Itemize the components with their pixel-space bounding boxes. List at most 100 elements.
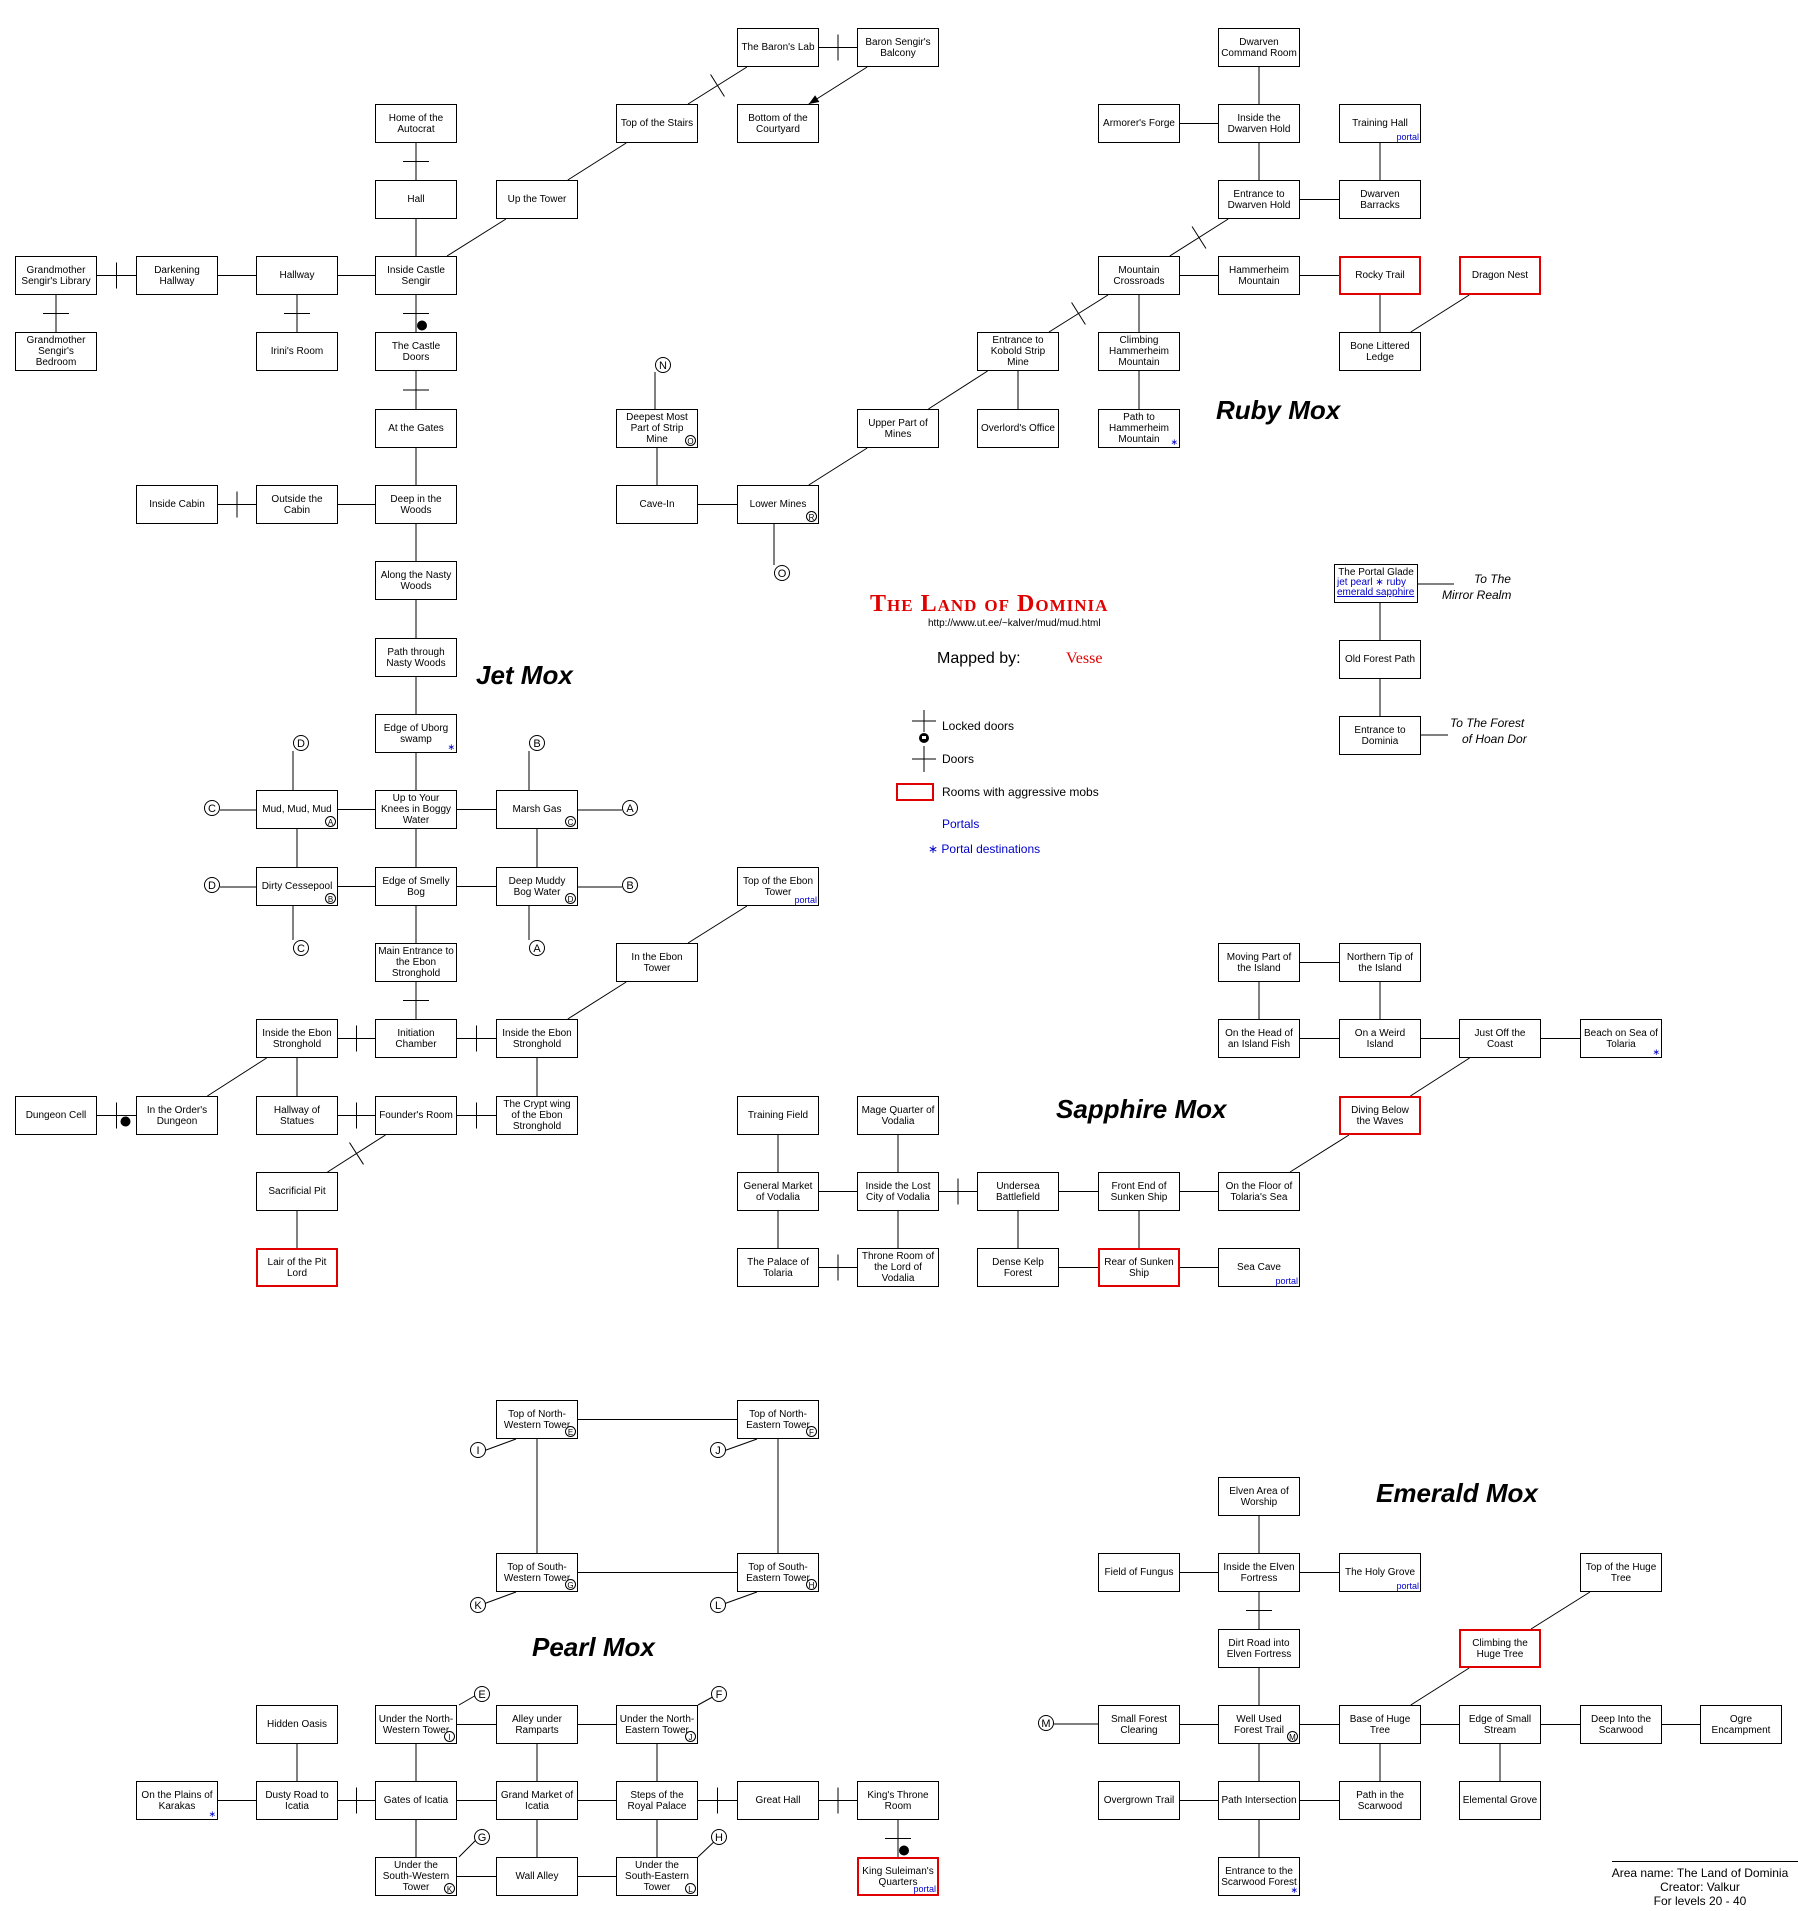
credits-area: Area name: The Land of Dominia: [1611, 1866, 1789, 1880]
room-inebontower: In the Ebon Tower: [616, 943, 698, 982]
room-greathall: Great Hall: [737, 1781, 819, 1820]
room-overgrown: Overgrown Trail: [1098, 1781, 1180, 1820]
room-stepspalace: Steps of the Royal Palace: [616, 1781, 698, 1820]
room-uborg: Edge of Uborg swamp∗: [375, 714, 457, 753]
room-label: Upper Part of Mines: [868, 417, 928, 440]
room-mainentrance: Main Entrance to the Ebon Stronghold: [375, 943, 457, 982]
exit-connector-g: G: [474, 1829, 490, 1845]
room-gatesicatia: Gates of Icatia: [375, 1781, 457, 1820]
room-label: Inside the Ebon Stronghold: [262, 1027, 332, 1050]
room-label: Mud, Mud, Mud: [262, 804, 332, 815]
room-label: Rear of Sunken Ship: [1104, 1256, 1174, 1279]
exit-letter-badge: J: [685, 1731, 696, 1742]
exit-letter-badge: M: [1287, 1731, 1298, 1742]
room-basetree: Base of Huge Tree: [1339, 1705, 1421, 1744]
portal-tag: portal: [794, 895, 817, 905]
room-atgates: At the Gates: [375, 409, 457, 448]
room-cavein: Cave-In: [616, 485, 698, 524]
room-label: Top of the Ebon Tower: [742, 875, 814, 898]
room-label: Top of North-Western Tower: [503, 1408, 571, 1431]
room-label: At the Gates: [388, 423, 444, 434]
connection-line: [446, 218, 507, 257]
room-palace: The Palace of Tolaria: [737, 1248, 819, 1287]
portal-destination-tag: ∗: [1170, 437, 1178, 447]
room-label: Dungeon Cell: [25, 1110, 87, 1121]
room-label: Entrance to Dominia: [1354, 724, 1406, 747]
room-label: Marsh Gas: [512, 804, 562, 815]
section-emerald-mox: Emerald Mox: [1376, 1478, 1538, 1508]
room-label: Baron Sengir's Balcony: [865, 36, 931, 59]
room-smallclearing: Small Forest Clearing: [1098, 1705, 1180, 1744]
note-forest-2: of Hoan Dor: [1462, 732, 1527, 746]
exit-connector-h: H: [711, 1829, 727, 1845]
room-northtip: Northern Tip of the Island: [1339, 943, 1421, 982]
connection-line: [1289, 1134, 1350, 1173]
room-label: Founder's Room: [379, 1110, 453, 1121]
section-jet-mox: Jet Mox: [476, 660, 573, 690]
room-label: General Market of Vodalia: [743, 1180, 813, 1203]
portal-destination-tag: ∗: [1652, 1047, 1660, 1057]
room-label: Under the South-Eastern Tower: [625, 1860, 689, 1893]
room-entrdwarven: Entrance to Dwarven Hold: [1218, 180, 1300, 219]
lock-icon: [899, 1845, 909, 1856]
room-knees: Up to Your Knees in Boggy Water: [375, 790, 457, 829]
room-lostcity: Inside the Lost City of Vodalia: [857, 1172, 939, 1211]
room-gmbed: Grandmother Sengir's Bedroom: [15, 332, 97, 371]
room-densekelp: Dense Kelp Forest: [977, 1248, 1059, 1287]
room-label: Climbing Hammerheim Mountain: [1108, 335, 1169, 368]
room-label: Along the Nasty Woods: [380, 569, 452, 592]
room-castledoors: The Castle Doors: [375, 332, 457, 371]
arrow-icon: [808, 95, 820, 104]
room-genmarket: General Market of Vodalia: [737, 1172, 819, 1211]
room-dustyroad: Dusty Road to Icatia: [256, 1781, 338, 1820]
room-climbham: Climbing Hammerheim Mountain: [1098, 332, 1180, 371]
exit-letter-badge: G: [565, 1579, 576, 1590]
room-dragonnest: Dragon Nest: [1459, 256, 1541, 295]
room-label: Dirt Road into Elven Fortress: [1226, 1637, 1292, 1660]
legend-locked-label: Locked doors: [942, 719, 1015, 733]
connection-line: [1530, 1591, 1591, 1630]
portal-tag: portal: [913, 1884, 936, 1894]
room-label: Top of South-Western Tower: [503, 1561, 571, 1584]
legend-door-icon: [912, 746, 936, 772]
room-label: In the Order's Dungeon: [146, 1104, 208, 1127]
room-label: Wall Alley: [515, 1871, 559, 1882]
room-baronslab: The Baron's Lab: [737, 28, 819, 67]
exit-letter-badge: H: [806, 1579, 817, 1590]
room-topstairs: Top of the Stairs: [616, 104, 698, 143]
room-alley: Alley under Ramparts: [496, 1705, 578, 1744]
connection-line: [567, 142, 627, 181]
room-label: Hammerheim Mountain: [1228, 264, 1289, 287]
exit-connector-a: A: [622, 800, 638, 816]
room-dwcommand: Dwarven Command Room: [1218, 28, 1300, 67]
exit-connector-e: E: [474, 1686, 490, 1702]
room-pitlord: Lair of the Pit Lord: [256, 1248, 338, 1287]
room-label: Path to Hammerheim Mountain: [1108, 412, 1169, 445]
room-label: Hall: [407, 194, 425, 205]
room-outsidecabin: Outside the Cabin: [256, 485, 338, 524]
room-insideebon1: Inside the Ebon Stronghold: [256, 1019, 338, 1058]
room-movingpart: Moving Part of the Island: [1218, 943, 1300, 982]
room-label: Under the South-Western Tower: [382, 1860, 450, 1893]
room-irini: Irini's Room: [256, 332, 338, 371]
room-label: Climbing the Huge Tree: [1472, 1637, 1528, 1660]
room-smallstream: Edge of Small Stream: [1459, 1705, 1541, 1744]
connection-line: [808, 447, 868, 486]
room-label: Overlord's Office: [981, 423, 1055, 434]
section-sapphire-mox: Sapphire Mox: [1056, 1094, 1227, 1124]
mapped-by-label: Mapped by:: [937, 650, 1021, 667]
room-label: The Palace of Tolaria: [747, 1256, 809, 1279]
room-insideelven: Inside the Elven Fortress: [1218, 1553, 1300, 1592]
room-ogre: Ogre Encampment: [1700, 1705, 1782, 1744]
room-label: Home of the Autocrat: [388, 112, 444, 135]
room-label: Steps of the Royal Palace: [627, 1789, 687, 1812]
room-deepscarwood: Deep Into the Scarwood: [1580, 1705, 1662, 1744]
